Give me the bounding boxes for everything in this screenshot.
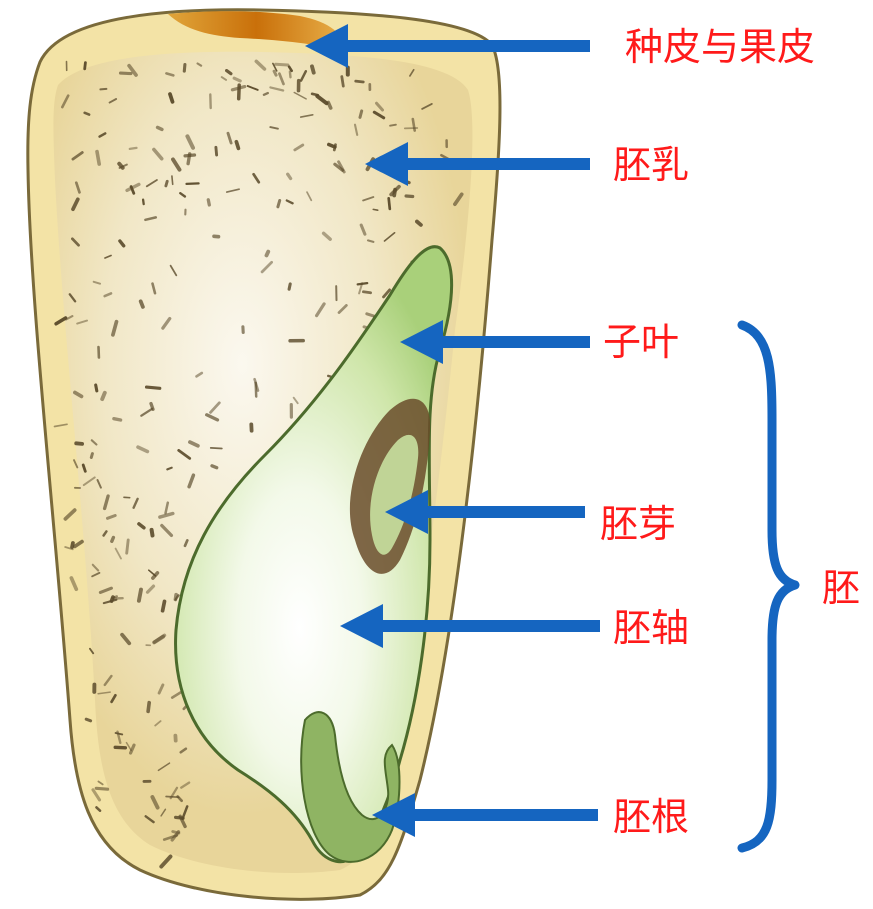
endosperm-speckle xyxy=(373,209,377,210)
endosperm-speckle xyxy=(328,103,330,109)
endosperm-speckle xyxy=(276,64,288,65)
endosperm-speckle xyxy=(170,94,173,102)
endosperm-speckle xyxy=(278,201,280,207)
label-embryo: 胚 xyxy=(822,569,860,607)
endosperm-speckle xyxy=(236,142,238,149)
endosperm-speckle xyxy=(342,77,344,87)
endosperm-speckle xyxy=(100,89,106,90)
endosperm-speckle xyxy=(329,145,335,148)
endosperm-speckle xyxy=(187,183,199,184)
endosperm-speckle xyxy=(274,71,276,75)
endosperm-speckle xyxy=(85,113,89,115)
label-plumule: 胚芽 xyxy=(600,505,676,543)
embryo-brace xyxy=(742,325,795,848)
endosperm-speckle xyxy=(158,127,162,129)
endosperm-speckle xyxy=(176,817,184,818)
endosperm-speckle xyxy=(290,72,291,78)
endosperm-speckle xyxy=(184,65,185,72)
endosperm-speckle xyxy=(216,147,217,155)
endosperm-speckle xyxy=(102,393,105,399)
endosperm-speckle xyxy=(166,181,167,186)
endosperm-speckle xyxy=(72,543,73,547)
endosperm-speckle xyxy=(96,385,97,391)
endosperm-speckle xyxy=(163,601,165,610)
endosperm-speckle xyxy=(148,703,149,712)
endosperm-speckle xyxy=(211,448,222,449)
endosperm-speckle xyxy=(368,240,373,242)
endosperm-speckle xyxy=(127,540,129,553)
endosperm-speckle xyxy=(86,719,90,721)
endosperm-speckle xyxy=(112,538,114,542)
endosperm-speckle xyxy=(406,196,413,197)
endosperm-speckle xyxy=(83,465,85,471)
endosperm-speckle xyxy=(115,747,125,748)
endosperm-speckle xyxy=(363,292,370,293)
endosperm-speckle xyxy=(130,148,137,149)
endosperm-speckle xyxy=(312,66,314,72)
endosperm-speckle xyxy=(151,404,153,410)
endosperm-speckle xyxy=(147,387,160,388)
endosperm-speckle xyxy=(289,284,290,289)
endosperm-speckle xyxy=(143,200,144,204)
endosperm-speckle xyxy=(96,788,107,789)
endosperm-speckle xyxy=(358,283,368,284)
endosperm-speckle xyxy=(139,590,141,601)
label-endosperm: 胚乳 xyxy=(613,146,689,184)
endosperm-speckle xyxy=(173,832,179,834)
label-radicle: 胚根 xyxy=(613,798,689,836)
arrow-hypocotyl xyxy=(340,604,600,648)
endosperm-speckle xyxy=(91,454,92,458)
endosperm-speckle xyxy=(212,466,217,468)
endosperm-speckle xyxy=(141,301,143,307)
endosperm-speckle xyxy=(166,797,179,798)
label-cotyledon: 子叶 xyxy=(603,323,679,361)
endosperm-speckle xyxy=(119,164,123,168)
endosperm-speckle xyxy=(312,94,318,95)
endosperm-speckle xyxy=(76,443,82,444)
label-seed-coat-pericarp: 种皮与果皮 xyxy=(625,28,815,66)
endosperm-speckle xyxy=(417,222,421,225)
endosperm-speckle xyxy=(85,63,86,69)
endosperm-speckle xyxy=(114,419,121,420)
endosperm-speckle xyxy=(360,111,362,118)
endosperm-speckle xyxy=(389,198,390,209)
label-hypocotyl: 胚轴 xyxy=(613,609,689,647)
endosperm-speckle xyxy=(208,200,209,205)
endosperm-speckle xyxy=(97,152,99,165)
endosperm-speckle xyxy=(264,93,268,95)
endosperm-speckle xyxy=(121,73,131,74)
endosperm-speckle xyxy=(172,176,173,184)
endosperm-speckle xyxy=(267,252,269,256)
arrow-radicle xyxy=(372,793,598,837)
endosperm-speckle xyxy=(390,125,396,126)
endosperm-speckle xyxy=(356,81,364,82)
endosperm-speckle xyxy=(152,530,153,536)
endosperm-speckle xyxy=(188,154,190,164)
